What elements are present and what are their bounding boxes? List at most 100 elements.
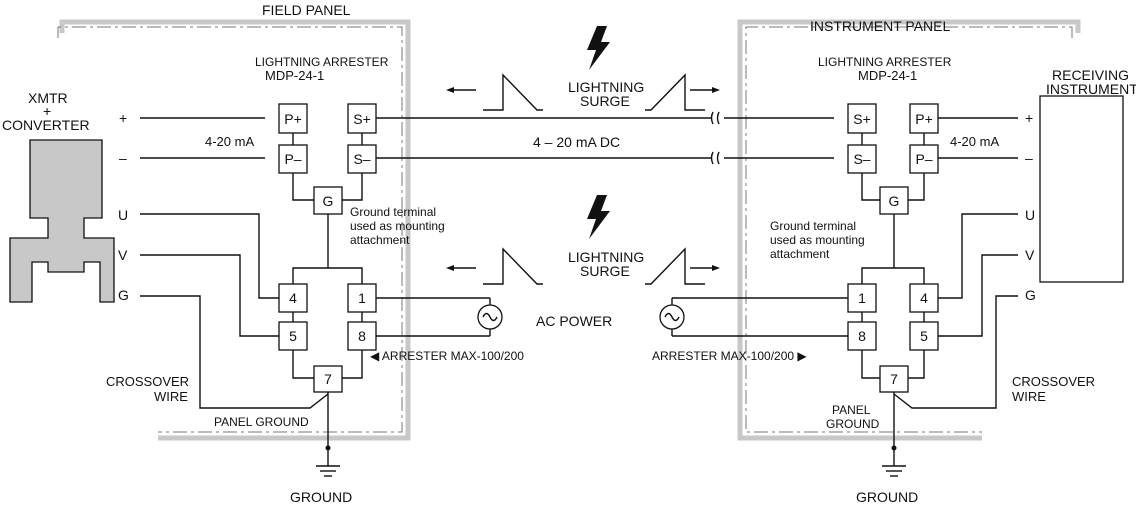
right-terminal-s-minus: S– xyxy=(847,144,877,174)
left-terminal-8: 8 xyxy=(347,321,377,351)
right-terminal-5: 5 xyxy=(909,321,939,351)
right-ground-note-3: attachment xyxy=(770,247,830,261)
instrument-panel-title: INSTRUMENT PANEL xyxy=(810,18,950,34)
lightning-bolt-top-icon xyxy=(587,26,610,70)
left-ground-note-3: attachment xyxy=(350,233,410,247)
left-panel-ground-node xyxy=(325,445,331,451)
left-wiring xyxy=(140,117,490,466)
xmtr-label: XMTR xyxy=(28,90,68,106)
left-ac-source-icon xyxy=(477,298,503,336)
svg-text:G: G xyxy=(889,193,900,209)
left-terminal-s-plus: S+ xyxy=(347,103,377,134)
right-arrester-model: MDP-24-1 xyxy=(858,68,917,83)
right-ground-note-1: Ground terminal xyxy=(770,219,856,233)
right-terminal-7: 7 xyxy=(879,365,909,393)
left-arrester-title: LIGHTNING ARRESTER xyxy=(255,55,389,69)
svg-text:G: G xyxy=(323,193,334,209)
svg-text:7: 7 xyxy=(324,371,332,387)
left-terminal-1: 1 xyxy=(347,283,377,313)
svg-text:P–: P– xyxy=(284,151,301,167)
left-terminal-p-minus: P– xyxy=(278,144,308,174)
right-terminal-1: 1 xyxy=(847,283,877,313)
right-plus-sign: + xyxy=(1025,110,1033,126)
ac-power-label: AC POWER xyxy=(536,313,612,329)
right-panel-ground-label-2: GROUND xyxy=(826,417,880,431)
left-terminal-7: 7 xyxy=(313,365,343,393)
surge-waveforms-bottom xyxy=(446,247,720,285)
right-wiring xyxy=(672,117,1018,466)
svg-text:P–: P– xyxy=(915,151,932,167)
left-terminal-5: 5 xyxy=(278,321,308,351)
svg-text:4: 4 xyxy=(920,290,928,306)
surge-top-label-2: SURGE xyxy=(580,93,630,109)
left-ground-symbol-icon xyxy=(316,465,340,477)
left-wire-u: U xyxy=(118,207,128,223)
svg-text:4: 4 xyxy=(289,290,297,306)
left-wire-v: V xyxy=(118,247,128,263)
right-arrester-title: LIGHTNING ARRESTER xyxy=(818,55,952,69)
svg-text:1: 1 xyxy=(358,290,366,306)
right-panel-ground-node xyxy=(891,445,897,451)
right-crossover-1: CROSSOVER xyxy=(1012,374,1095,389)
receiving-label: RECEIVING xyxy=(1052,67,1129,83)
svg-text:S+: S+ xyxy=(853,111,871,127)
svg-text:S–: S– xyxy=(353,151,370,167)
signal-label: 4 – 20 mA DC xyxy=(533,134,620,150)
field-panel-outline xyxy=(57,19,411,441)
right-wire-g: G xyxy=(1025,287,1036,303)
surge-bottom-label-2: SURGE xyxy=(580,263,630,279)
instrument-label: INSTRUMENT xyxy=(1046,81,1136,97)
left-current-label: 4-20 mA xyxy=(205,134,254,149)
right-ac-source-icon xyxy=(659,298,685,336)
svg-text:8: 8 xyxy=(858,328,866,344)
left-crossover-1: CROSSOVER xyxy=(106,374,189,389)
left-terminal-s-minus: S– xyxy=(347,144,377,174)
right-ground-symbol-icon xyxy=(882,465,906,477)
left-terminal-p-plus: P+ xyxy=(278,103,308,134)
left-ground-label: GROUND xyxy=(290,489,352,505)
right-terminal-p-plus: P+ xyxy=(909,103,939,134)
field-panel-title: FIELD PANEL xyxy=(262,2,351,18)
svg-text:S–: S– xyxy=(853,151,870,167)
receiving-instrument-box xyxy=(1039,95,1124,283)
left-terminal-g: G xyxy=(313,186,343,215)
right-arrester-max-label: ARRESTER MAX-100/200 ▶ xyxy=(652,349,807,363)
right-terminal-4: 4 xyxy=(909,283,939,313)
right-wire-v: V xyxy=(1025,247,1035,263)
right-ground-label: GROUND xyxy=(856,489,918,505)
svg-text:5: 5 xyxy=(289,328,297,344)
left-arrester-model: MDP-24-1 xyxy=(265,68,324,83)
left-minus-sign: – xyxy=(119,150,127,166)
surge-top-label-1: LIGHTNING xyxy=(568,79,644,95)
svg-text:S+: S+ xyxy=(353,111,371,127)
left-arrester-max-label: ◀ ARRESTER MAX-100/200 xyxy=(370,349,524,363)
surge-waveforms-top xyxy=(446,73,720,111)
right-current-label: 4-20 mA xyxy=(950,134,999,149)
right-terminal-g: G xyxy=(879,186,909,215)
svg-text:1: 1 xyxy=(858,290,866,306)
right-wire-u: U xyxy=(1025,207,1035,223)
right-minus-sign: – xyxy=(1025,150,1033,166)
svg-text:7: 7 xyxy=(890,371,898,387)
svg-text:5: 5 xyxy=(920,328,928,344)
svg-text:8: 8 xyxy=(358,328,366,344)
xmtr-plus-label: + xyxy=(43,103,51,119)
left-wire-g: G xyxy=(118,287,129,303)
instrument-panel-outline xyxy=(737,19,1081,441)
left-ground-note-2: used as mounting xyxy=(350,219,445,233)
lightning-bolt-bottom-icon xyxy=(587,195,610,239)
transmitter-body-icon xyxy=(9,139,115,303)
right-terminal-8: 8 xyxy=(847,321,877,351)
left-panel-ground-label: PANEL GROUND xyxy=(214,415,309,429)
signal-wiring xyxy=(376,111,834,165)
svg-text:P+: P+ xyxy=(915,111,933,127)
right-panel-ground-label-1: PANEL xyxy=(832,403,871,417)
left-crossover-2: WIRE xyxy=(154,389,188,404)
left-ground-note-1: Ground terminal xyxy=(350,205,436,219)
surge-bottom-label-1: LIGHTNING xyxy=(568,249,644,265)
left-terminal-4: 4 xyxy=(278,283,308,313)
right-terminal-p-minus: P– xyxy=(909,144,939,174)
svg-text:P+: P+ xyxy=(284,111,302,127)
converter-label: CONVERTER xyxy=(2,117,90,133)
